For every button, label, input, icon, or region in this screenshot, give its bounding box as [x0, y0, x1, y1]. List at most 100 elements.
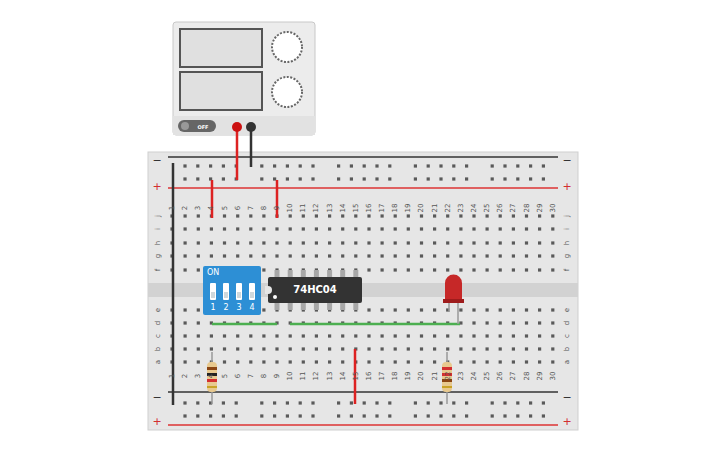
- hole: [486, 347, 489, 350]
- hole: [367, 254, 370, 257]
- hole: [459, 334, 462, 337]
- hole: [299, 177, 302, 180]
- hole: [328, 334, 331, 337]
- hole: [381, 360, 384, 363]
- row-letter: d: [155, 321, 162, 325]
- hole: [341, 360, 344, 363]
- column-number: 9: [274, 374, 281, 378]
- column-number: 10: [287, 204, 294, 213]
- column-number: 12: [313, 204, 320, 213]
- hole: [197, 227, 200, 230]
- hole: [512, 360, 515, 363]
- hole: [375, 164, 378, 167]
- hole: [394, 241, 397, 244]
- hole: [367, 360, 370, 363]
- switch-number: 2: [223, 304, 228, 312]
- column-number: 30: [549, 372, 556, 381]
- hole: [525, 321, 528, 324]
- hole: [328, 227, 331, 230]
- hole: [184, 321, 187, 324]
- hole: [210, 334, 213, 337]
- hole: [499, 268, 502, 271]
- hole: [551, 214, 554, 217]
- column-number: 17: [379, 372, 386, 381]
- hole: [375, 414, 378, 417]
- hole: [328, 360, 331, 363]
- column-number: 21: [431, 204, 438, 213]
- hole: [223, 334, 226, 337]
- hole: [249, 347, 252, 350]
- hole: [184, 227, 187, 230]
- hole: [286, 177, 289, 180]
- column-number: 24: [470, 204, 477, 213]
- rail-line: [168, 391, 558, 393]
- hole: [516, 401, 519, 404]
- hole: [315, 334, 318, 337]
- hole: [529, 164, 532, 167]
- hole: [223, 227, 226, 230]
- hole: [328, 254, 331, 257]
- hole: [196, 164, 199, 167]
- hole: [311, 164, 314, 167]
- hole: [196, 401, 199, 404]
- switch-lever: [224, 292, 228, 298]
- hole: [486, 227, 489, 230]
- hole: [499, 334, 502, 337]
- hole: [337, 401, 340, 404]
- rail-sign: +: [562, 181, 571, 192]
- ic-pin: [275, 303, 280, 310]
- chip-label: 74HC04: [293, 285, 337, 295]
- hole: [394, 347, 397, 350]
- hole: [236, 254, 239, 257]
- hole: [289, 334, 292, 337]
- column-number: 13: [326, 372, 333, 381]
- hole: [197, 241, 200, 244]
- hole-grid: [170, 164, 554, 417]
- hole: [388, 414, 391, 417]
- row-letter: d: [564, 321, 571, 325]
- row-letter: g: [564, 254, 571, 258]
- hole: [286, 164, 289, 167]
- hole: [354, 334, 357, 337]
- hole: [381, 334, 384, 337]
- hole: [363, 401, 366, 404]
- hole: [354, 254, 357, 257]
- hole: [446, 241, 449, 244]
- hole: [209, 414, 212, 417]
- hole: [273, 401, 276, 404]
- hole: [538, 347, 541, 350]
- rail-line: [168, 424, 558, 426]
- hole: [439, 414, 442, 417]
- hole: [499, 347, 502, 350]
- hole: [446, 254, 449, 257]
- row-letter: g: [155, 254, 162, 258]
- chip-notch: [265, 286, 272, 294]
- hole: [459, 308, 462, 311]
- hole: [427, 414, 430, 417]
- column-number: 26: [497, 204, 504, 213]
- hole: [302, 227, 305, 230]
- hole: [299, 414, 302, 417]
- hole: [551, 360, 554, 363]
- hole: [184, 268, 187, 271]
- ic-pin: [340, 303, 345, 310]
- hole: [525, 334, 528, 337]
- hole: [363, 164, 366, 167]
- column-number: 6: [234, 206, 241, 210]
- hole: [315, 241, 318, 244]
- hole: [407, 227, 410, 230]
- hole: [184, 334, 187, 337]
- hole: [302, 241, 305, 244]
- switch-number: 4: [249, 304, 254, 312]
- hole: [249, 227, 252, 230]
- ic-pin: [275, 270, 280, 277]
- hole: [407, 254, 410, 257]
- hole: [420, 360, 423, 363]
- hole: [262, 241, 265, 244]
- hole: [315, 347, 318, 350]
- hole: [542, 414, 545, 417]
- hole: [197, 360, 200, 363]
- column-number: 22: [444, 372, 451, 381]
- hole: [222, 164, 225, 167]
- hole: [472, 268, 475, 271]
